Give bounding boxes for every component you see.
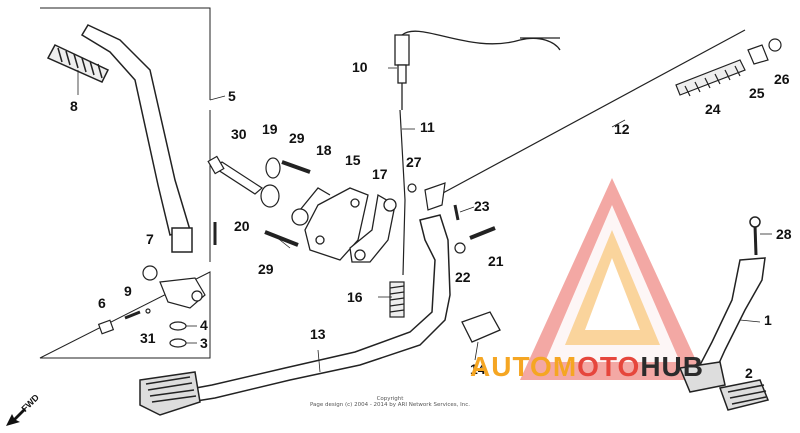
brake-rod	[424, 29, 746, 211]
callout-part-2: 2	[745, 365, 753, 381]
callout-part-4: 4	[200, 317, 208, 333]
copyright-notice: Copyright Page design (c) 2004 - 2014 by…	[285, 396, 495, 409]
watermark-part-2: OTO	[577, 351, 641, 382]
watermark-part-3: HUB	[640, 351, 704, 382]
callout-part-12: 12	[614, 121, 630, 137]
callout-part-3: 3	[200, 335, 208, 351]
callout-part-14: 14	[470, 361, 486, 377]
spring-11	[399, 109, 406, 276]
copyright-line-2: Page design (c) 2004 - 2014 by ARI Netwo…	[309, 402, 471, 409]
callout-part-1: 1	[764, 312, 772, 328]
callout-part-25: 25	[749, 85, 765, 101]
callout-part-20: 20	[234, 218, 250, 234]
watermark-part-1: AUTOM	[470, 351, 578, 382]
callout-part-5: 5	[228, 88, 236, 104]
callout-part-8: 8	[70, 98, 78, 114]
callout-part-17: 17	[372, 166, 388, 182]
callout-part-10: 10	[352, 59, 368, 75]
callout-part-22: 22	[455, 269, 471, 285]
callout-part-24: 24	[705, 101, 721, 117]
callout-part-29-top: 29	[289, 130, 305, 146]
leader-lines	[77, 67, 772, 373]
small-bolts	[407, 183, 496, 254]
watermark-logo	[520, 178, 705, 380]
callout-part-13: 13	[310, 326, 326, 342]
stop-switch	[394, 30, 561, 110]
group-bracket	[39, 7, 211, 359]
callout-part-23: 23	[474, 198, 490, 214]
right-lever	[678, 216, 770, 411]
spring-16	[389, 281, 405, 318]
callout-part-6: 6	[98, 295, 106, 311]
callout-part-19: 19	[262, 121, 278, 137]
callout-part-11: 11	[420, 119, 435, 135]
callout-part-7: 7	[146, 231, 154, 247]
fwd-arrow-icon	[6, 408, 26, 426]
brake-pedal	[139, 214, 451, 416]
callout-part-21: 21	[488, 253, 504, 269]
copyright-line-1: Copyright	[376, 396, 404, 402]
kick-lever	[46, 24, 193, 253]
callout-part-18: 18	[316, 142, 332, 158]
brake-bracket	[291, 187, 397, 263]
collar-14	[461, 311, 501, 343]
callout-part-31: 31	[140, 330, 156, 346]
callout-part-27: 27	[406, 154, 422, 170]
callout-part-26: 26	[774, 71, 790, 87]
callout-part-29-bottom: 29	[258, 261, 274, 277]
small-parts	[97, 265, 206, 348]
watermark-text: AUTOMOTOHUB	[470, 353, 704, 381]
nut-parts	[747, 38, 782, 65]
callout-part-9: 9	[124, 283, 132, 299]
callout-part-30: 30	[231, 126, 247, 142]
callout-part-16: 16	[347, 289, 363, 305]
callout-part-15: 15	[345, 152, 361, 168]
callout-part-28: 28	[776, 226, 792, 242]
spring-24	[675, 59, 746, 97]
bolts-top	[207, 155, 311, 247]
